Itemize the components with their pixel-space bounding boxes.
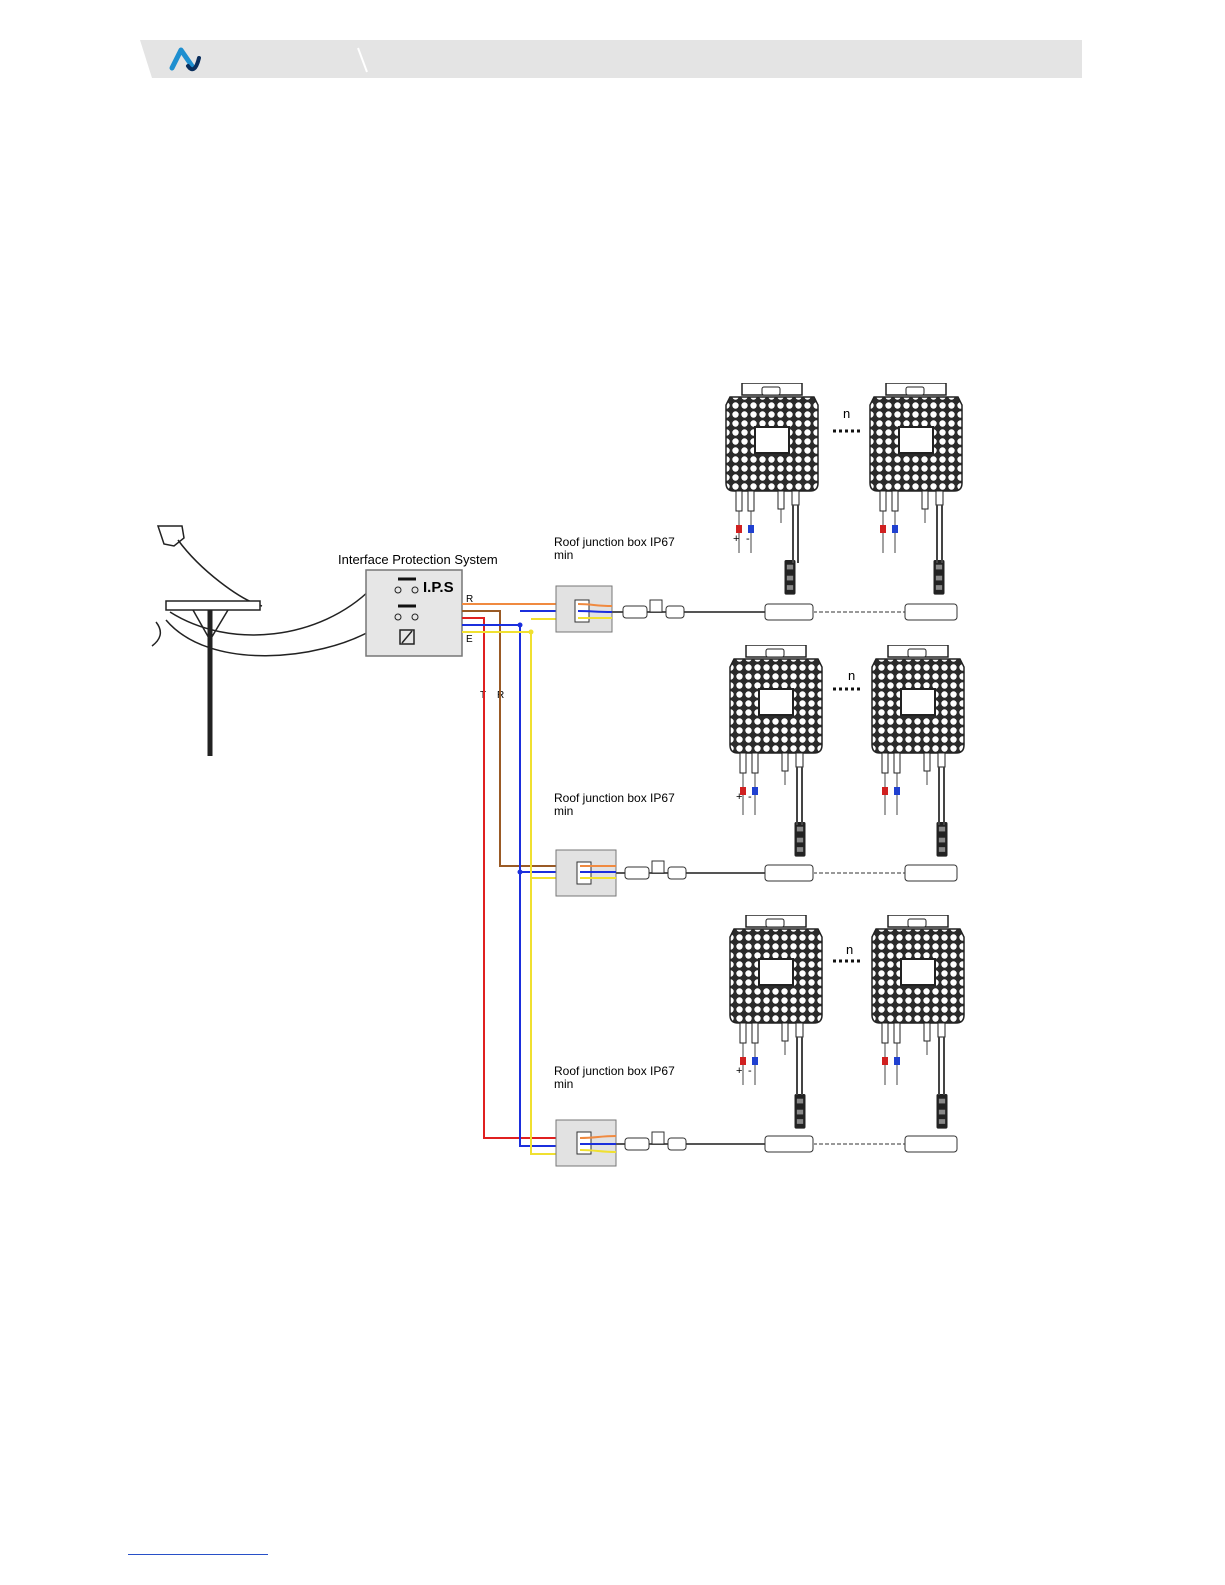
trunk-cable [612,600,957,620]
plus-label: + [733,533,739,545]
microinverter-icon [870,383,962,563]
junction-box [556,586,612,632]
microinverter-icon [730,915,822,1095]
footer-rule [128,1554,268,1555]
row-3: Roof junction box IP67 min [554,915,964,1166]
minus-label: - [746,533,750,545]
trunk-cable [616,861,957,881]
junction-box-label-min: min [554,804,573,818]
microinverter-icon [872,915,964,1095]
junction-box-label: Roof junction box IP67 [554,1064,675,1078]
row-1: Roof junction box IP67 min [554,383,962,632]
wires [462,604,556,1154]
n-label: n [843,406,850,421]
wire-blue [462,625,556,1146]
minus-label: - [748,791,752,803]
n-label: n [846,942,853,957]
microinverter-icon [726,383,818,563]
junction-box [556,850,616,896]
junction-box-label: Roof junction box IP67 [554,535,675,549]
wire-brown [462,611,556,866]
junction-box-label-min: min [554,1077,573,1091]
junction-box-label: Roof junction box IP67 [554,791,675,805]
terminal-e-label: E [466,634,473,645]
ips-label: I.P.S [423,579,454,596]
ips-caption: Interface Protection System [338,552,498,567]
microinverter-icon [730,645,822,825]
plus-label: + [736,1065,742,1077]
wire-yellow [462,632,556,1154]
minus-label: - [748,1065,752,1077]
junction-box [556,1120,616,1166]
microinverter-icon [872,645,964,825]
junction-box-label-min: min [554,548,573,562]
n-label: n [848,668,855,683]
plus-label: + [736,791,742,803]
row-2: Roof junction box IP67 min [554,645,964,896]
trunk-cable [616,1132,957,1152]
